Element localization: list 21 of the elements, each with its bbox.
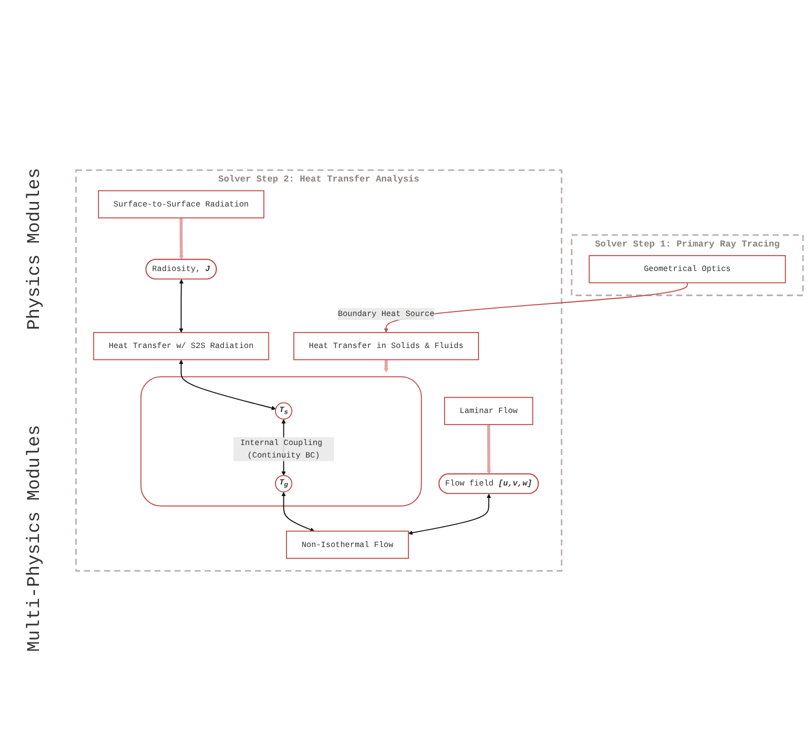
node-circle: T$_{s}$ xyxy=(274,402,292,420)
arrow xyxy=(408,493,492,534)
node-box: Laminar Flow xyxy=(444,396,534,425)
arrow xyxy=(384,282,688,332)
edge-label: Internal Coupling (Continuity BC) xyxy=(240,438,322,460)
node-box: Surface-to-Surface Radiation xyxy=(98,190,264,218)
node-box: Non-Isothermal Flow xyxy=(286,530,409,558)
edge-label: Boundary Heat Source xyxy=(338,308,434,318)
bracket-label: Physics Modules xyxy=(25,168,45,330)
bracket-label: Multi-Physics Modules xyxy=(25,425,45,652)
cluster xyxy=(140,376,422,506)
arrow xyxy=(486,424,492,474)
arrow xyxy=(178,278,184,332)
arrow xyxy=(384,359,388,372)
node-circle: T$_{g}$ xyxy=(274,474,292,492)
node-box: Geometrical Optics xyxy=(588,254,786,283)
arrow xyxy=(179,217,184,260)
node-box: Heat Transfer in Solids & Fluids xyxy=(293,332,480,360)
node-box: Heat Transfer w/ S2S Radiation xyxy=(93,332,270,360)
arrow xyxy=(178,359,276,410)
arrow xyxy=(281,491,315,532)
